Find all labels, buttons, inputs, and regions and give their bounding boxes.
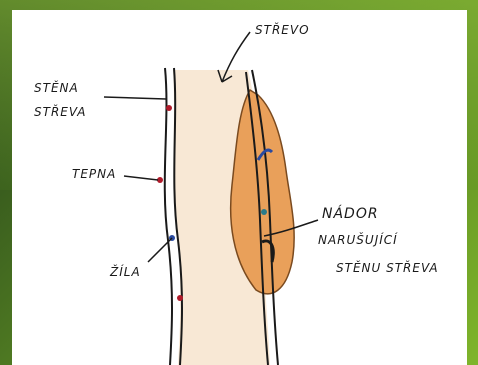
- leader-tepna: [124, 176, 158, 180]
- artery-dot-1: [166, 105, 172, 111]
- label-nador-line1: NÁDOR: [322, 205, 379, 222]
- left-wall-outer: [165, 68, 172, 365]
- label-strevo: STŘEVO: [255, 22, 310, 37]
- leader-stena: [104, 97, 166, 99]
- label-stena-line1: STĚNA: [34, 80, 79, 95]
- label-tepna: TEPNA: [72, 167, 116, 181]
- tumor-vessel-dot: [261, 209, 267, 215]
- label-stena-line2: STŘEVA: [34, 104, 86, 119]
- label-nador-line2: NARUŠUJÍCÍ: [318, 232, 398, 247]
- artery-dot-3: [177, 295, 183, 301]
- label-zila: ŽÍLA: [109, 264, 141, 279]
- label-nador-line3: STĚNU STŘEVA: [336, 260, 439, 275]
